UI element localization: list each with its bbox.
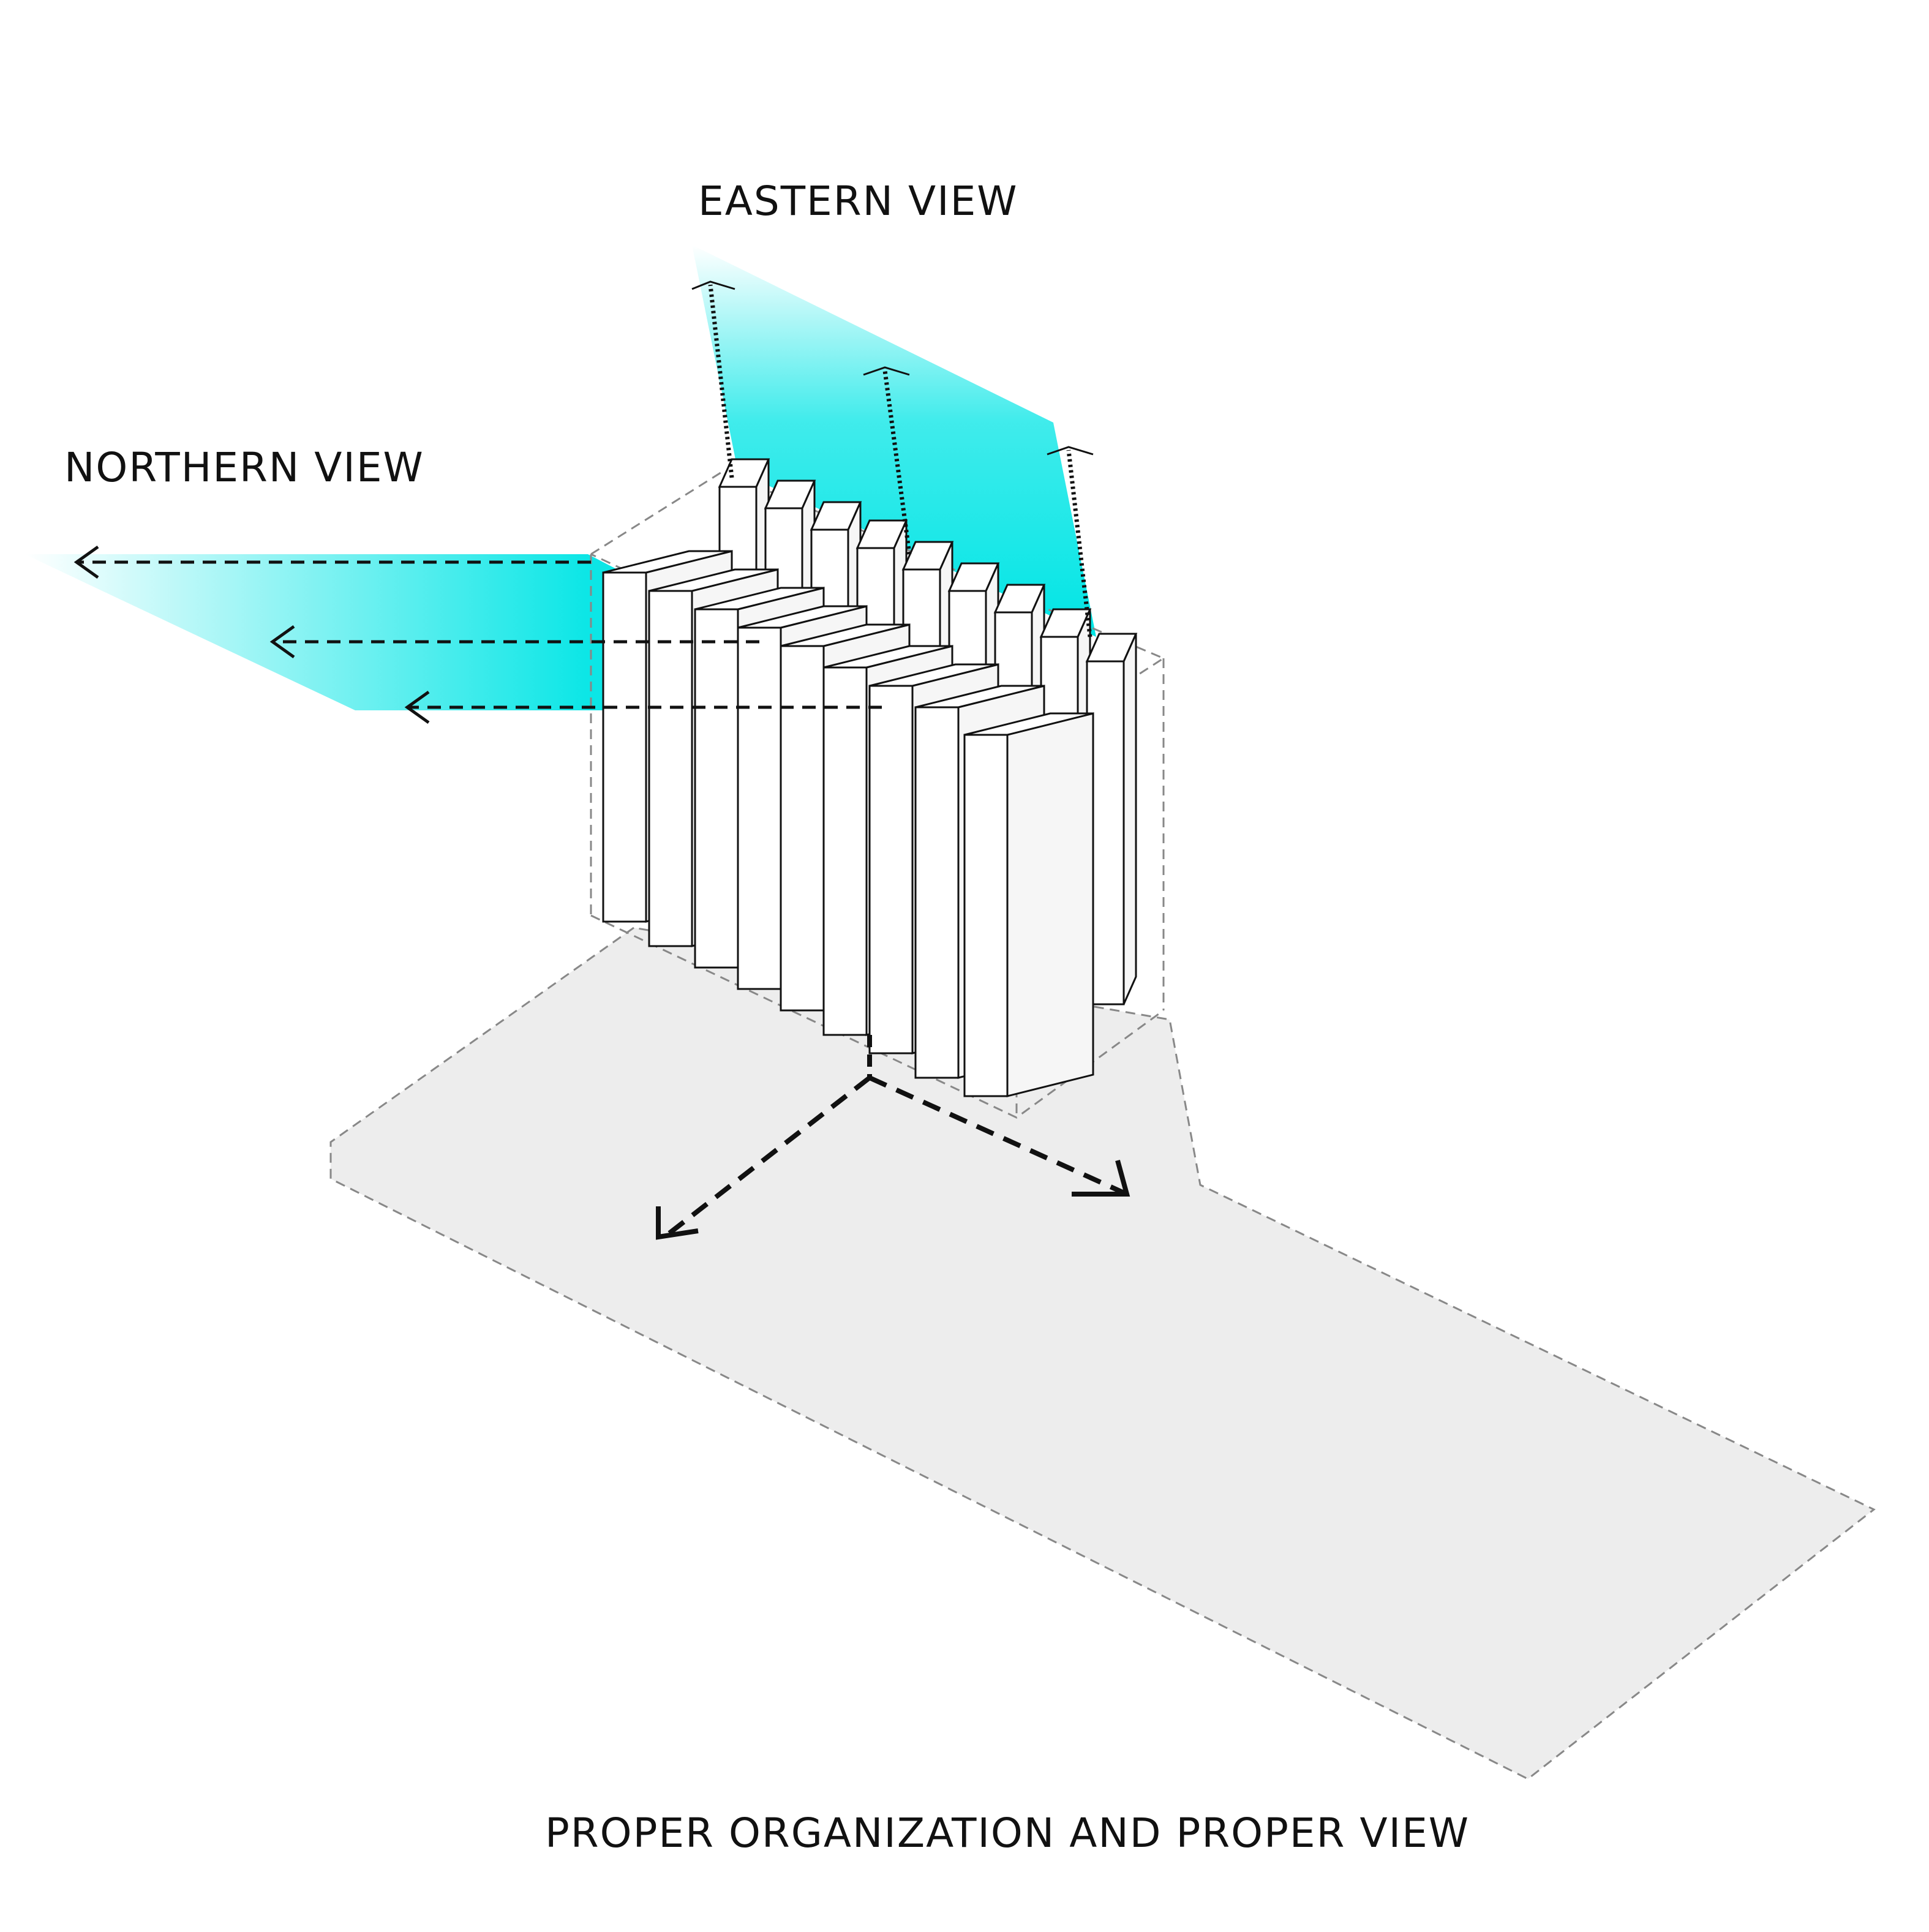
site-plane [329, 927, 1876, 1780]
northern-view-arrows [73, 545, 882, 724]
diagram-caption: PROPER ORGANIZATION AND PROPER VIEW [545, 1810, 1470, 1857]
fin-front [963, 712, 1094, 1097]
fin-back [1085, 633, 1138, 1005]
eastern-view-arrows [691, 280, 1094, 637]
eastern-view-label: EASTERN VIEW [698, 178, 1018, 225]
vertical-fins [602, 458, 1138, 1097]
eastern-view-cone [692, 245, 1096, 637]
northern-view-label: NORTHERN VIEW [64, 444, 424, 491]
organization-arrows [656, 1035, 1130, 1240]
